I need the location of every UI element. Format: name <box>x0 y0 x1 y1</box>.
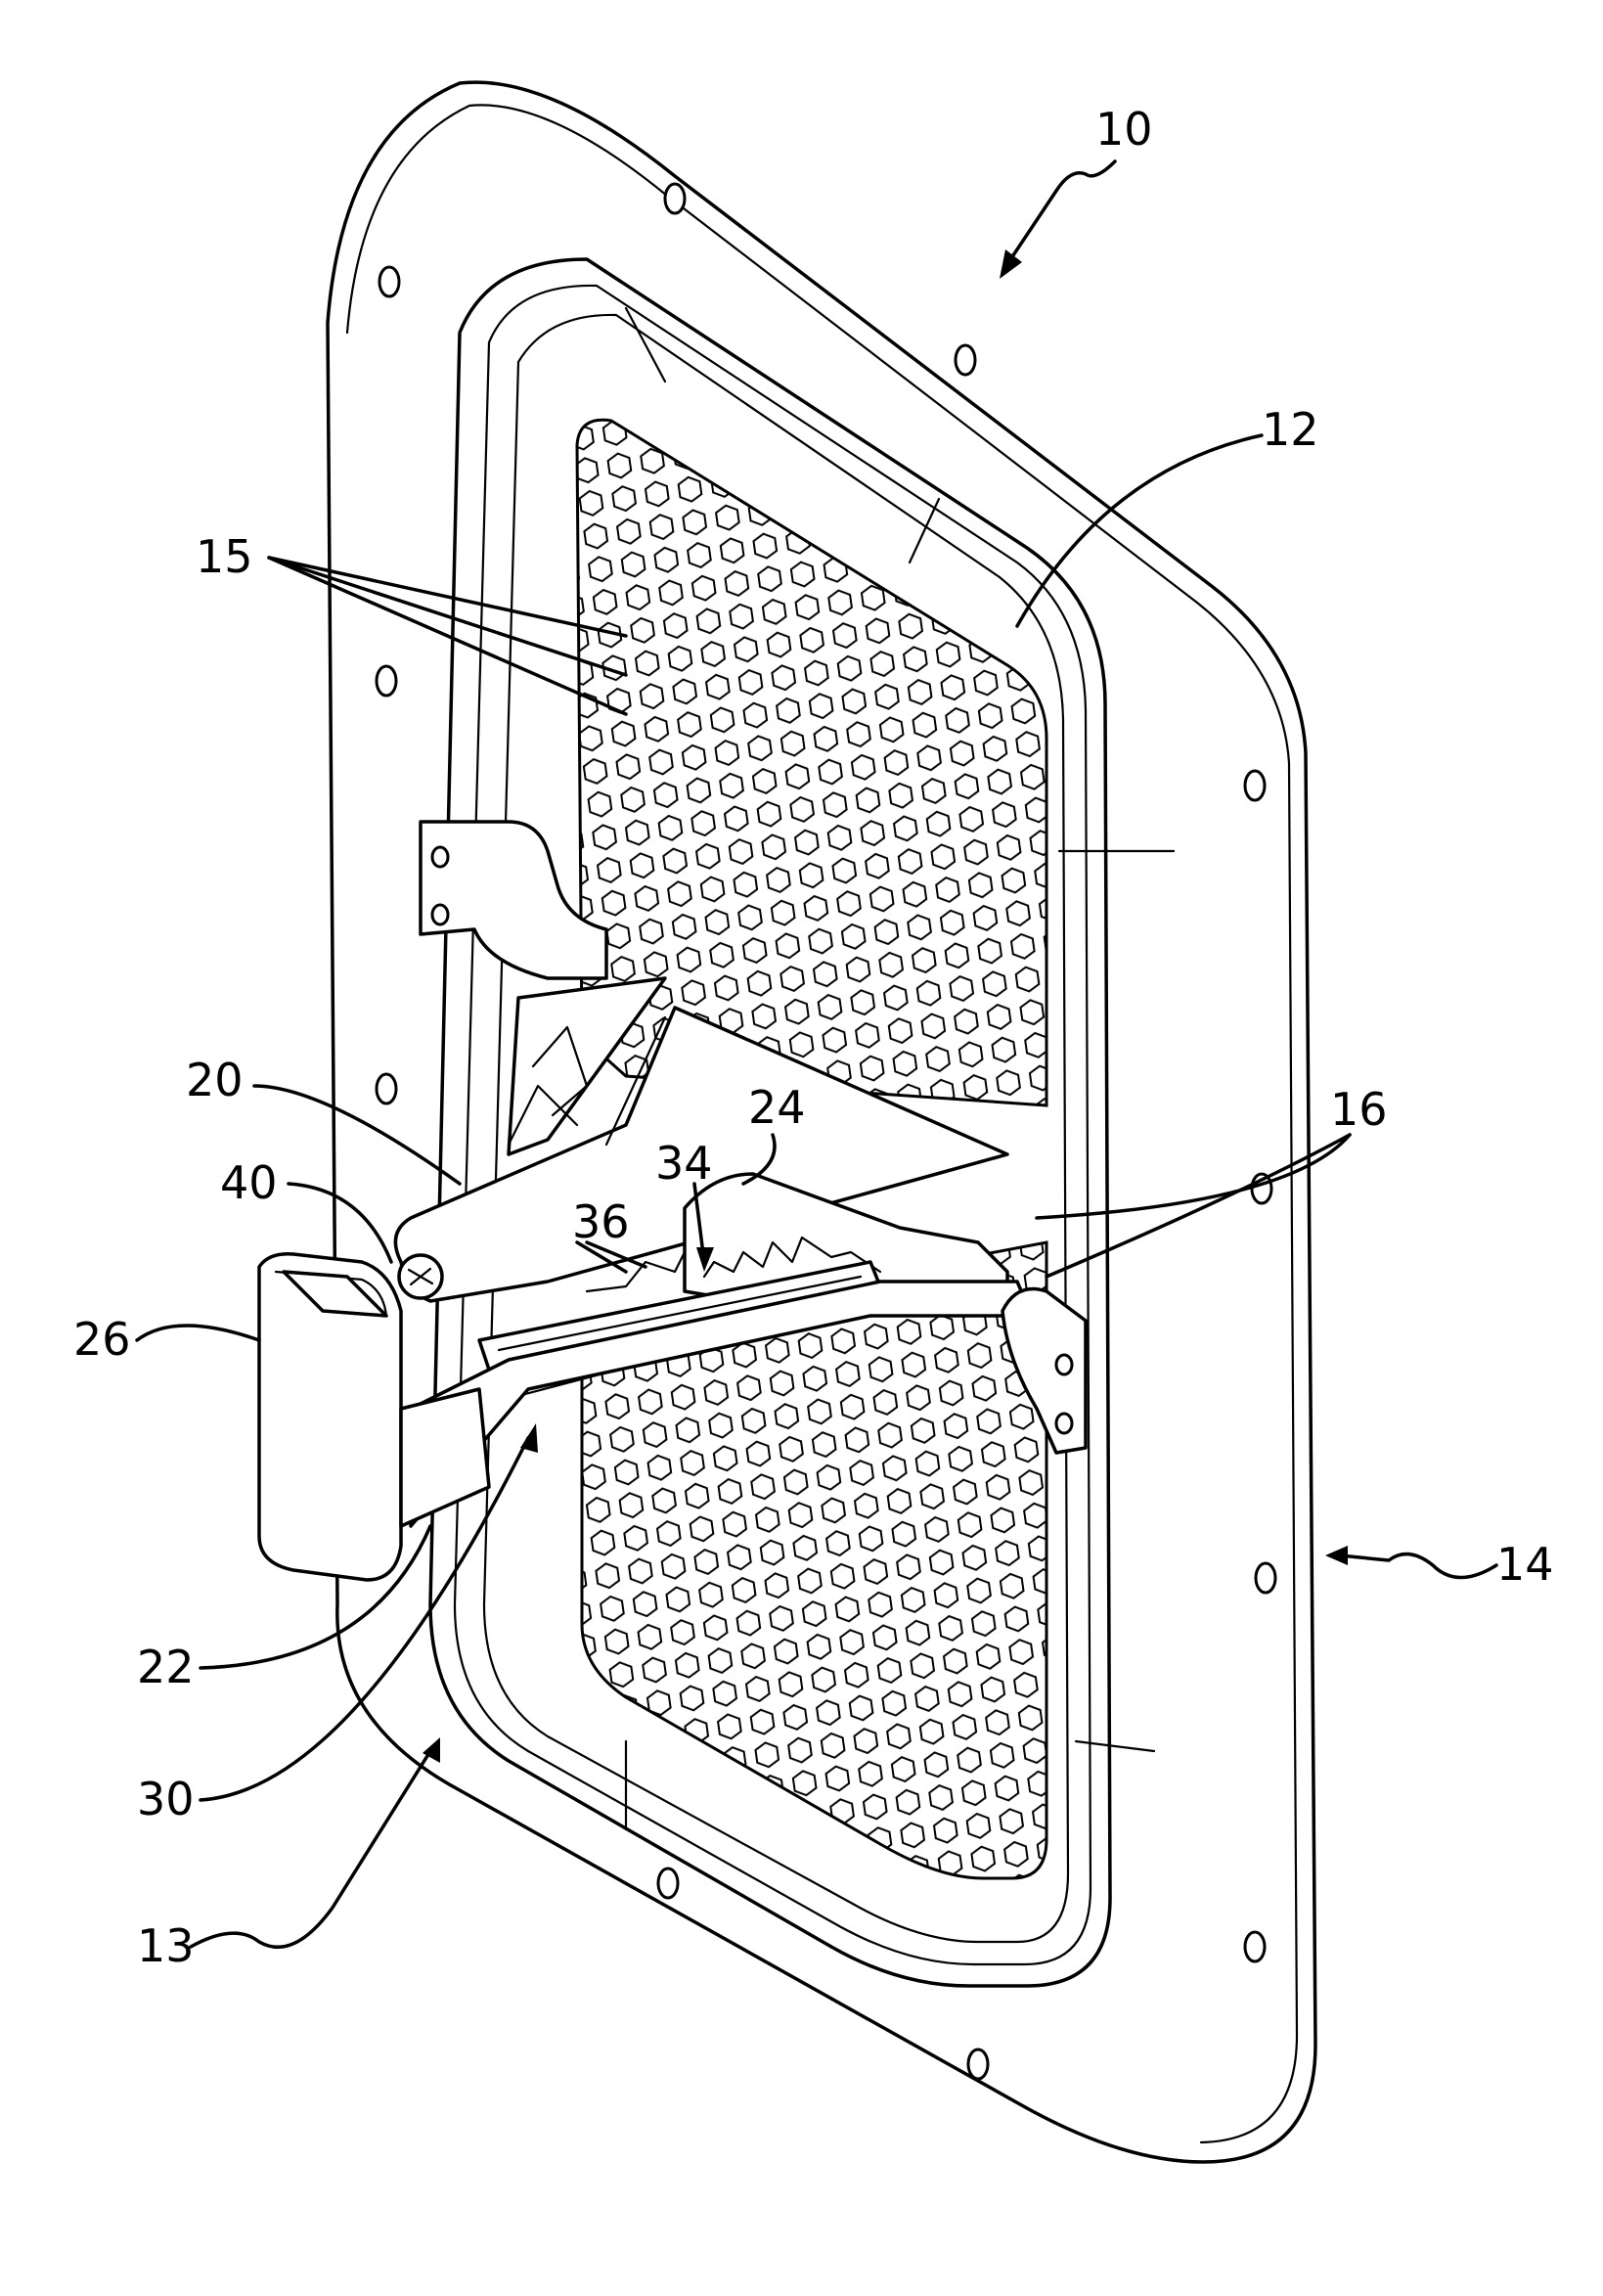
leader-10 <box>1000 161 1115 279</box>
label-26: 26 <box>73 1313 131 1366</box>
label-30: 30 <box>137 1773 195 1825</box>
label-20: 20 <box>186 1054 244 1106</box>
label-24: 24 <box>748 1081 806 1134</box>
label-34: 34 <box>655 1137 713 1190</box>
label-16: 16 <box>1330 1083 1388 1136</box>
leader-16 <box>1037 1135 1350 1277</box>
label-12: 12 <box>1262 403 1319 456</box>
upper-bracket <box>421 822 606 978</box>
label-14: 14 <box>1496 1538 1554 1591</box>
bolt-hole <box>956 345 975 375</box>
label-36: 36 <box>572 1195 630 1248</box>
label-40: 40 <box>220 1156 278 1209</box>
handle-grip <box>259 1254 489 1580</box>
bolt-hole <box>968 2049 988 2079</box>
label-10: 10 <box>1095 103 1153 156</box>
bolt-hole <box>377 1074 396 1103</box>
pivot-screw <box>399 1255 442 1298</box>
leader-20 <box>254 1086 460 1184</box>
bolt-hole <box>377 666 396 696</box>
bolt-hole <box>1245 1932 1265 1961</box>
bolt-hole <box>665 184 685 213</box>
leader-26 <box>137 1326 259 1340</box>
leader-13 <box>191 1737 440 1947</box>
leader-40 <box>289 1184 391 1262</box>
label-15: 15 <box>196 530 253 583</box>
bolt-hole <box>1245 771 1265 800</box>
leader-15 <box>269 558 626 714</box>
bolt-hole <box>1256 1563 1275 1593</box>
bolt-hole <box>379 267 399 296</box>
leader-14 <box>1325 1546 1496 1578</box>
label-22: 22 <box>137 1641 195 1693</box>
label-13: 13 <box>137 1919 195 1972</box>
bolt-hole <box>658 1868 678 1898</box>
